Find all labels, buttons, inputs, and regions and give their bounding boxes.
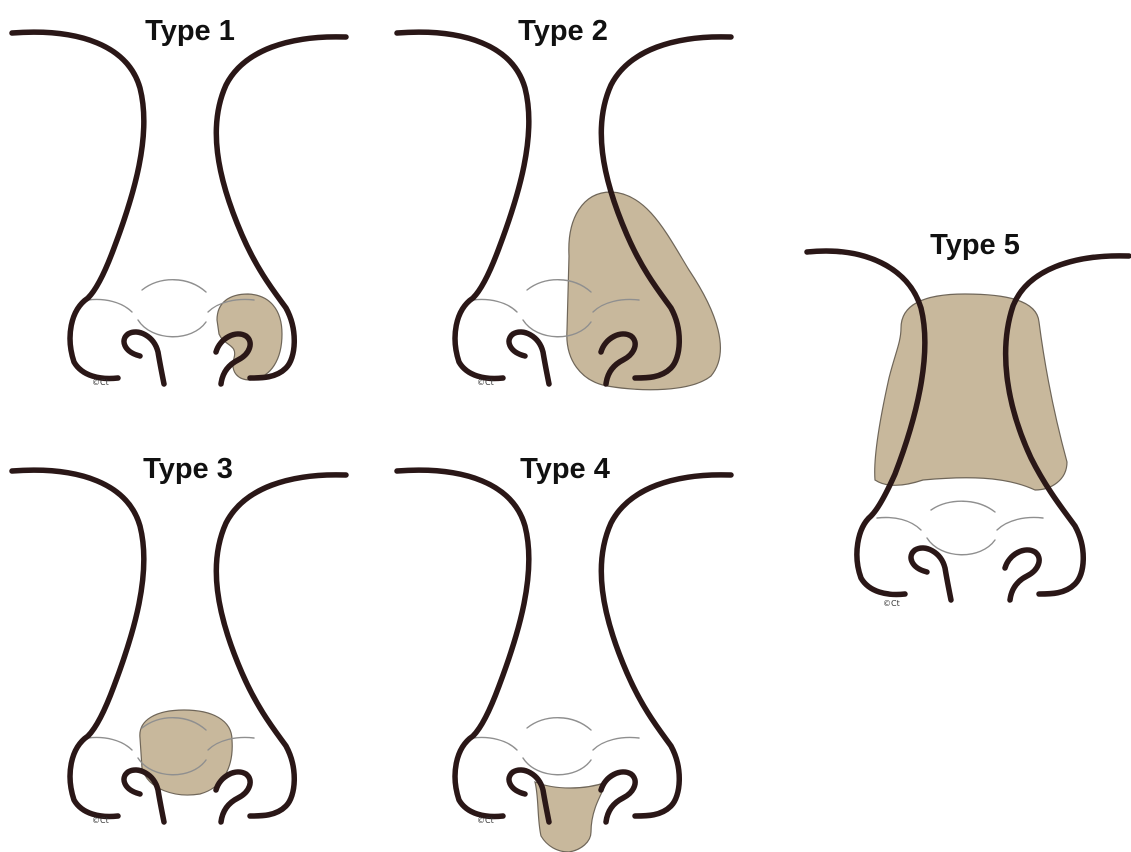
panel-type3: Type 3 — [12, 453, 346, 825]
panel-type1: Type 1 — [12, 15, 346, 387]
panel-type5: Type 5 ©Ct — [807, 229, 1129, 608]
panel-title: Type 4 — [520, 453, 610, 485]
panel-title: Type 5 — [930, 229, 1020, 261]
panel-type2: Type 2 — [397, 15, 731, 390]
panel-title: Type 2 — [518, 15, 608, 47]
nose-outline — [397, 470, 731, 825]
panel-title: Type 3 — [143, 453, 233, 485]
lesion-dorsum — [875, 294, 1067, 490]
svg-text:©Ct: ©Ct — [883, 599, 900, 608]
nose-outline — [397, 32, 731, 387]
panel-type4: Type 4 — [397, 453, 731, 852]
nose-outline — [12, 32, 346, 387]
panel-title: Type 1 — [145, 15, 235, 47]
